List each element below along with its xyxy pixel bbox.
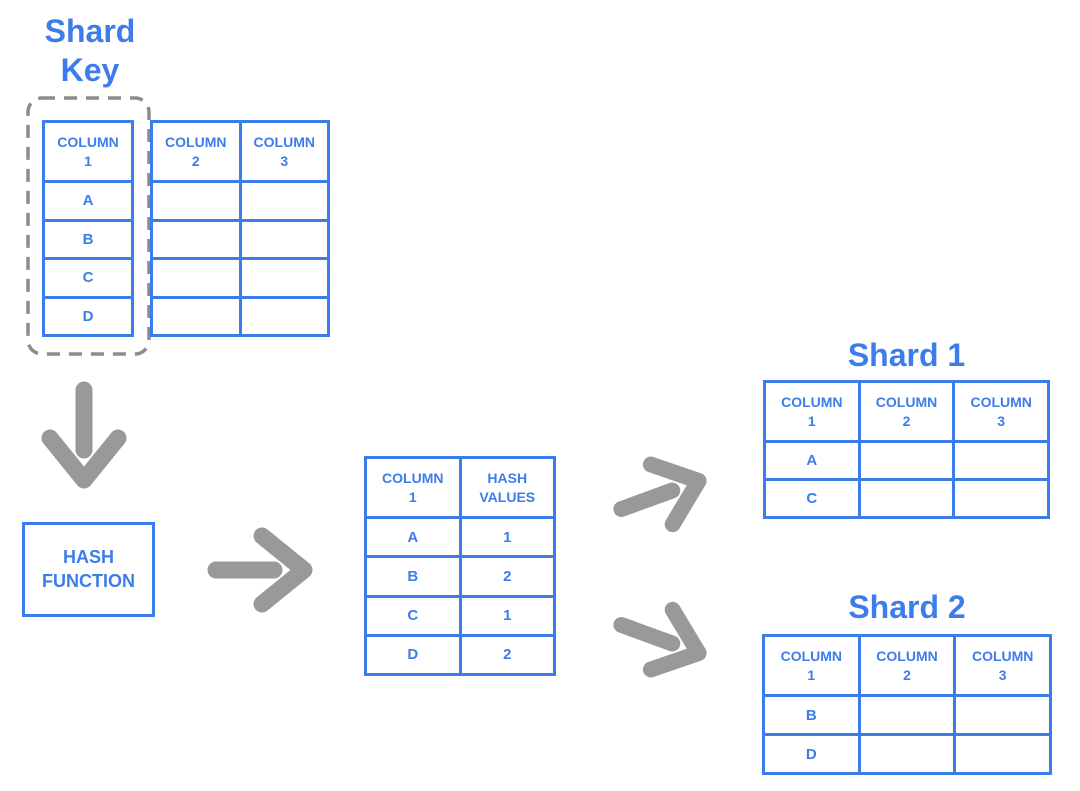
column-header: COLUMN 2 bbox=[153, 123, 239, 180]
table-cell bbox=[153, 257, 239, 296]
column-header: COLUMN 2 bbox=[857, 637, 954, 694]
table-cell bbox=[952, 440, 1048, 478]
table-cell: A bbox=[367, 516, 459, 556]
shard-key-title: Shard Key bbox=[44, 13, 136, 89]
table-cell bbox=[238, 295, 327, 334]
down-right-arrow-icon bbox=[595, 580, 726, 698]
down-arrow-icon bbox=[41, 381, 127, 489]
table-cell bbox=[153, 218, 239, 257]
shard-1-table: COLUMN 1 COLUMN 2 COLUMN 3 A C bbox=[763, 380, 1050, 519]
column-header: COLUMN 1 bbox=[367, 459, 459, 516]
table-cell: A bbox=[45, 180, 131, 219]
table-cell: B bbox=[367, 555, 459, 595]
column-header: COLUMN 3 bbox=[238, 123, 327, 180]
table-cell: C bbox=[45, 257, 131, 296]
table-cell: D bbox=[765, 733, 858, 772]
table-cell: C bbox=[367, 594, 459, 634]
table-cell: 2 bbox=[458, 555, 553, 595]
shard-1-title: Shard 1 bbox=[847, 337, 966, 373]
shard-2-title: Shard 2 bbox=[848, 589, 966, 625]
table-cell bbox=[857, 478, 953, 516]
table-cell: A bbox=[766, 440, 858, 478]
column-header: HASH VALUES bbox=[458, 459, 553, 516]
table-cell: B bbox=[45, 218, 131, 257]
table-cell bbox=[238, 218, 327, 257]
hash-values-table: COLUMN 1 HASH VALUES A 1 B 2 C 1 D 2 bbox=[364, 456, 556, 676]
table-cell: 1 bbox=[458, 594, 553, 634]
shard-2-table: COLUMN 1 COLUMN 2 COLUMN 3 B D bbox=[762, 634, 1052, 775]
up-right-arrow-icon bbox=[595, 436, 726, 554]
table-cell bbox=[238, 180, 327, 219]
table-cell: B bbox=[765, 694, 858, 733]
shard-key-outline bbox=[26, 96, 151, 356]
table-cell: 1 bbox=[458, 516, 553, 556]
table-cell bbox=[857, 440, 953, 478]
table-cell: C bbox=[766, 478, 858, 516]
table-cell: D bbox=[367, 633, 459, 673]
column-header: COLUMN 3 bbox=[953, 637, 1050, 694]
table-cell bbox=[857, 694, 954, 733]
column-header: COLUMN 3 bbox=[952, 383, 1048, 440]
table-cell: D bbox=[45, 295, 131, 334]
table-cell bbox=[857, 733, 954, 772]
source-table-key-column: COLUMN 1 A B C D bbox=[42, 120, 134, 337]
table-cell bbox=[953, 694, 1050, 733]
table-cell bbox=[153, 180, 239, 219]
table-cell bbox=[153, 295, 239, 334]
table-cell bbox=[953, 733, 1050, 772]
table-cell: 2 bbox=[458, 633, 553, 673]
table-cell bbox=[238, 257, 327, 296]
column-header: COLUMN 1 bbox=[45, 123, 131, 180]
table-cell bbox=[952, 478, 1048, 516]
hash-function-box: HASH FUNCTION bbox=[22, 522, 155, 617]
column-header: COLUMN 1 bbox=[766, 383, 858, 440]
source-table-other-columns: COLUMN 2 COLUMN 3 bbox=[150, 120, 330, 337]
column-header: COLUMN 1 bbox=[765, 637, 858, 694]
column-header: COLUMN 2 bbox=[857, 383, 953, 440]
right-arrow-icon bbox=[207, 527, 313, 613]
